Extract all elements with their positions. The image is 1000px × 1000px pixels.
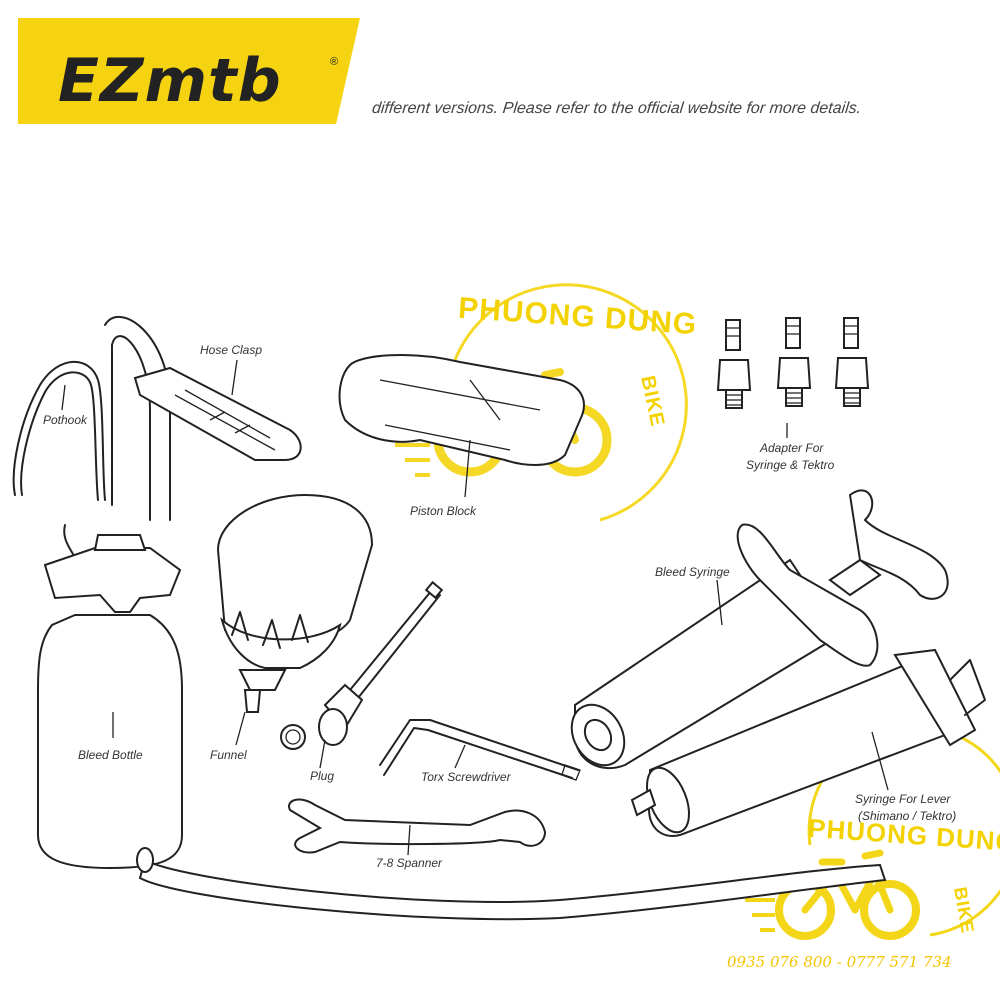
- bottle-hose: [111, 335, 151, 521]
- bleed-bottle-part: [37, 524, 183, 870]
- label-funnel: Funnel: [210, 748, 247, 762]
- hose-clasp-part: [133, 366, 302, 461]
- label-bleed-bottle: Bleed Bottle: [78, 748, 143, 762]
- pothook-wire: [12, 360, 106, 501]
- label-hose-clasp: Hose Clasp: [200, 343, 263, 357]
- plug-part: [318, 580, 444, 746]
- long-tube: [138, 858, 887, 921]
- label-piston-block: Piston Block: [410, 504, 477, 518]
- label-plug: Plug: [310, 769, 335, 783]
- bleed-syringe-part: [570, 489, 949, 770]
- spanner-part: [288, 798, 547, 854]
- logo-text: EZmtb: [58, 46, 282, 116]
- funnel-part: [216, 493, 374, 713]
- piston-block-part: [338, 354, 585, 466]
- watermark-phone: 0935 076 800 - 0777 571 734: [727, 953, 952, 971]
- label-adapter-line2: Syringe & Tektro: [746, 458, 835, 472]
- logo-registered-mark: ®: [330, 56, 339, 68]
- label-bleed-syringe: Bleed Syringe: [655, 565, 730, 579]
- label-spanner: 7-8 Spanner: [376, 856, 443, 870]
- label-torx-screwdriver: Torx Screwdriver: [421, 770, 511, 784]
- label-pothook: Pothook: [43, 413, 88, 427]
- adapter-parts: [716, 317, 870, 409]
- o-ring: [280, 724, 306, 750]
- label-lever-syringe-line2: (Shimano / Tektro): [858, 809, 957, 823]
- torx-screwdriver-part: [379, 719, 581, 781]
- label-adapter: Adapter For: [760, 441, 824, 455]
- brand-logo: EZmtb ®: [18, 18, 360, 124]
- label-lever-syringe: Syringe For Lever: [855, 792, 951, 806]
- lever-syringe-part: [630, 648, 986, 837]
